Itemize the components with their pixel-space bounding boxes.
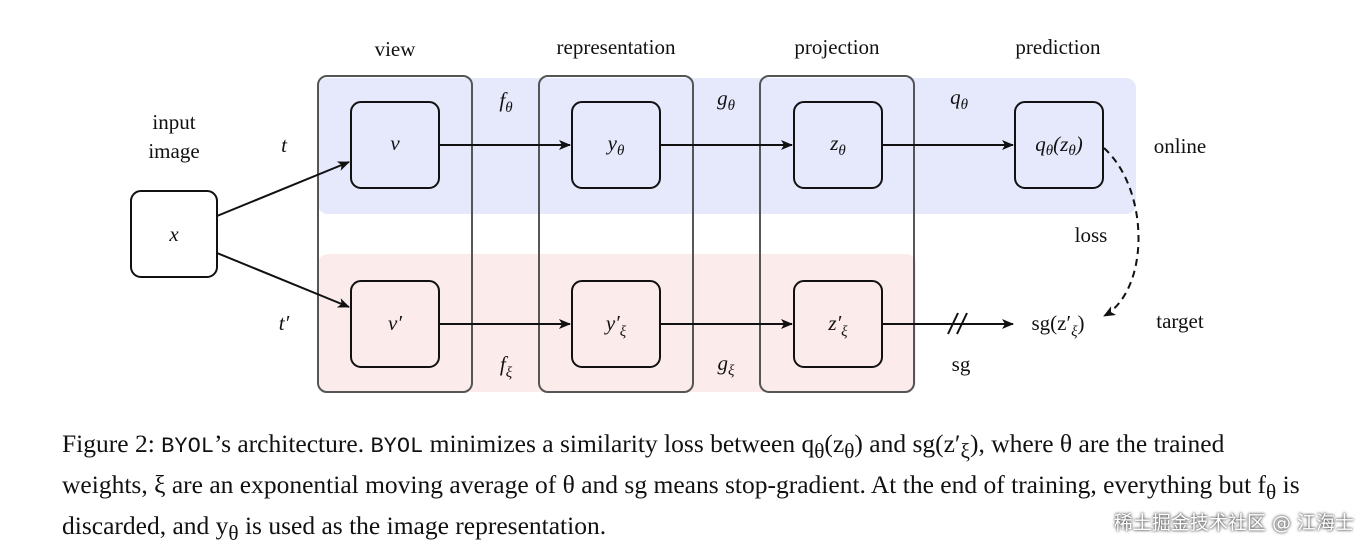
stop-gradient-mark-1 (947, 312, 959, 335)
func-f-xi: fξ (500, 352, 513, 381)
label-t-prime: t′ (279, 311, 290, 335)
header-projection: projection (794, 35, 880, 59)
func-q-theta: qθ (950, 85, 969, 113)
func-g-theta: gθ (717, 86, 736, 114)
column-projection (759, 75, 915, 393)
stop-gradient-mark-2 (956, 312, 968, 335)
caption-text-3: (z (824, 429, 845, 458)
node-y-theta-label: yθ (606, 131, 625, 159)
label-target: target (1156, 309, 1204, 333)
loss-arrow (1103, 147, 1140, 317)
func-g-xi: gξ (718, 351, 736, 379)
caption-sub-6: θ (228, 521, 239, 546)
figure-caption: Figure 2: BYOL’s architecture. BYOL mini… (62, 427, 1302, 550)
node-q-theta (1014, 101, 1104, 189)
input-label-line1: input (152, 110, 195, 134)
caption-byol-1: BYOL (161, 434, 214, 459)
caption-text-2: minimizes a similarity loss between q (423, 429, 815, 458)
node-sg-label: sg(z′ξ) (1031, 311, 1084, 340)
header-view: view (375, 37, 417, 61)
label-t: t (281, 133, 288, 157)
caption-sub-4: ξ (960, 439, 970, 464)
label-online: online (1154, 134, 1207, 158)
caption-text-6: is discarded, and y (62, 470, 1300, 541)
column-view (317, 75, 473, 393)
caption-text-7: is used as the image representation. (238, 511, 607, 541)
func-sg: sg (952, 352, 971, 376)
caption-text-1: ’s architecture. (213, 429, 365, 458)
node-v-prime-label: v′ (388, 311, 402, 335)
byol-diagram: view representation projection predictio… (130, 35, 1207, 393)
caption-sub-3: θ (844, 439, 855, 464)
node-q-theta-label: qθ(zθ) (1035, 132, 1082, 159)
caption-figure-number: Figure 2: (62, 429, 155, 458)
node-x (130, 190, 218, 278)
node-z-theta-label: zθ (829, 131, 846, 159)
watermark: 稀土掘金技术社区 @ 江海士 (1113, 512, 1354, 534)
node-v-label: v (390, 131, 400, 155)
caption-sub-5: θ (1266, 480, 1277, 505)
caption-text-5: ), where θ are the trained weights, ξ ar… (62, 429, 1267, 500)
caption-text-4: ) and sg(z′ (854, 429, 961, 458)
node-z-xi-label: z′ξ (827, 311, 848, 340)
node-y-xi-label: y′ξ (604, 311, 627, 340)
arrow-x-to-v (216, 161, 350, 217)
arrow-x-to-v-prime (216, 252, 350, 308)
caption-sub-2: θ (814, 439, 825, 464)
input-label-line2: image (148, 139, 199, 163)
header-prediction: prediction (1015, 35, 1101, 59)
label-loss: loss (1075, 223, 1108, 247)
column-representation (538, 75, 694, 393)
func-f-theta: fθ (499, 88, 513, 116)
caption-byol-2: BYOL (370, 434, 424, 459)
node-x-label: x (168, 222, 179, 246)
header-representation: representation (557, 35, 676, 59)
